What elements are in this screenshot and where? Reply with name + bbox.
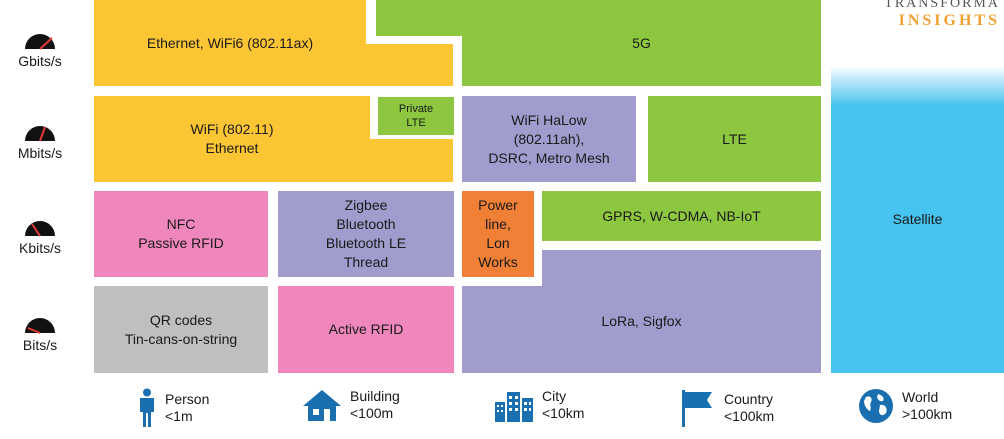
speedometer-high-icon <box>25 34 55 50</box>
ethernet-wifi6-block <box>94 0 453 86</box>
scale-world: World >100km <box>858 388 952 424</box>
wifi-halow-block: WiFi HaLow (802.11ah), DSRC, Metro Mesh <box>462 96 636 182</box>
speed-kbits: Kbits/s <box>0 217 80 256</box>
transforma-insights-logo: TRANSFORMA INSIGHTS <box>870 0 1004 34</box>
5g-label: 5G <box>632 34 651 51</box>
scale-building: Building <100m <box>302 388 400 422</box>
speedometer-medium-icon <box>25 126 55 142</box>
globe-icon <box>859 389 893 423</box>
scale-label: Building <100m <box>350 388 400 421</box>
lora-sigfox-block <box>462 250 821 373</box>
scale-country: Country <100km <box>680 388 774 428</box>
lte-block: LTE <box>648 96 821 182</box>
city-icon <box>495 392 533 422</box>
gprs-block: GPRS, W-CDMA, NB-IoT <box>542 191 821 241</box>
ethernet-wifi6-label: Ethernet, WiFi6 (802.11ax) <box>146 34 314 51</box>
flag-icon <box>682 390 712 427</box>
speed-label: Gbits/s <box>18 53 62 69</box>
scale-label: World >100km <box>902 389 953 422</box>
scale-label: Person <1m <box>165 391 210 424</box>
logo-bottom-text: INSIGHTS <box>898 12 1000 29</box>
speed-bits: Bits/s <box>0 314 80 353</box>
speed-label: Bits/s <box>22 337 58 353</box>
lora-sigfox-label: LoRa, Sigfox <box>601 313 682 329</box>
scale-city: City <10km <box>494 388 584 422</box>
scale-person: Person <1m <box>137 388 209 428</box>
speed-mbits: Mbits/s <box>0 122 80 161</box>
wifi-ethernet-label: WiFi (802.11) Ethernet <box>190 121 274 156</box>
person-icon <box>140 388 154 427</box>
speed-label: Kbits/s <box>18 240 61 256</box>
zigbee-block: Zigbee Bluetooth Bluetooth LE Thread <box>278 191 454 277</box>
logo-top-text: TRANSFORMA <box>884 0 1000 11</box>
active-rfid-block: Active RFID <box>278 286 454 373</box>
powerline-block: Power line, Lon Works <box>462 191 534 277</box>
nfc-block: NFC Passive RFID <box>94 191 268 277</box>
scale-label: Country <100km <box>724 391 775 424</box>
satellite-block: Satellite <box>831 66 1004 373</box>
speed-label: Mbits/s <box>17 145 63 161</box>
private-lte-block: Private LTE <box>378 97 454 135</box>
speedometer-low-icon <box>25 221 55 237</box>
speedometer-lowest-icon <box>25 318 55 334</box>
scale-label: City <10km <box>542 388 585 421</box>
speed-gbits: Gbits/s <box>0 30 80 69</box>
qr-codes-block: QR codes Tin-cans-on-string <box>94 286 268 373</box>
house-icon <box>303 390 341 421</box>
5g-block <box>376 0 821 86</box>
wifi-ethernet-block <box>94 96 453 182</box>
